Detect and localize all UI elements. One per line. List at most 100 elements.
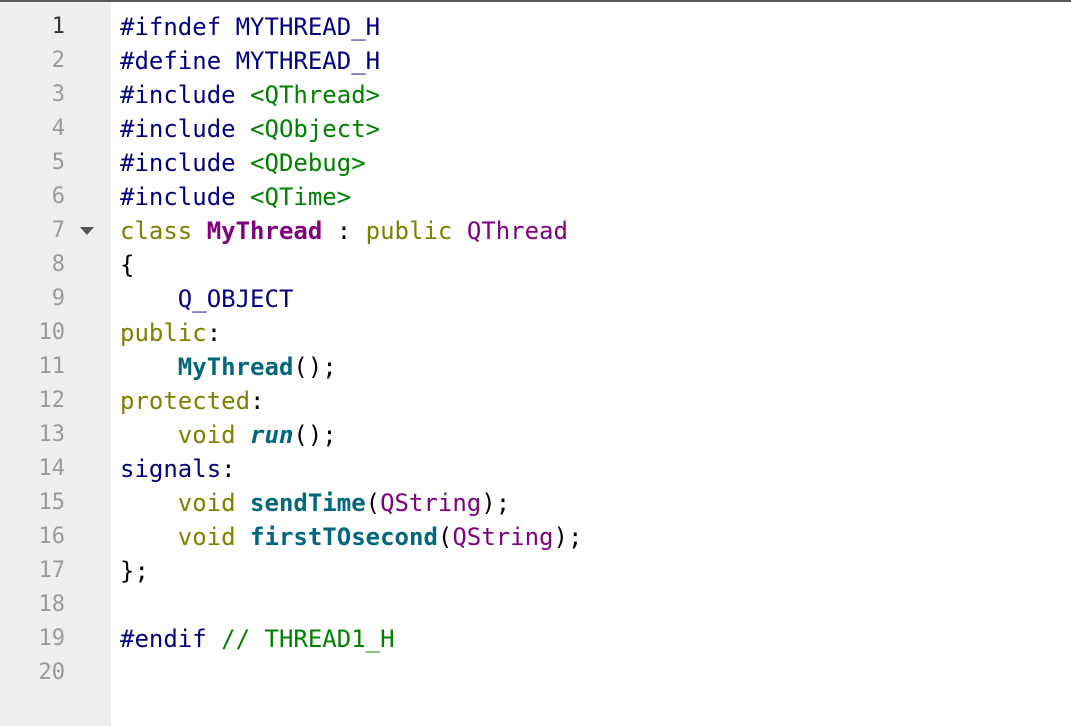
code-line[interactable]: 9 Q_OBJECT: [0, 282, 1071, 316]
code-token: Q_OBJECT: [177, 285, 294, 313]
line-number: 19: [38, 626, 66, 651]
code-token: {: [120, 251, 135, 279]
code-token: );: [481, 489, 511, 517]
code-token: };: [120, 557, 149, 585]
code-token: :: [221, 455, 236, 483]
code-token: #define MYTHREAD_H: [120, 47, 381, 75]
code-line[interactable]: 19 #endif // THREAD1_H: [0, 622, 1071, 656]
code-token: #include: [120, 115, 251, 143]
code-text: Q_OBJECT: [120, 282, 294, 316]
line-number: 9: [51, 286, 65, 311]
code-line[interactable]: 17};: [0, 554, 1071, 588]
code-token: :: [322, 217, 366, 245]
line-number: 5: [51, 150, 65, 175]
code-line[interactable]: 20: [0, 656, 1071, 690]
code-line[interactable]: 13 void run();: [0, 418, 1071, 452]
line-number: 6: [51, 184, 65, 209]
code-line[interactable]: 1#ifndef MYTHREAD_H: [0, 10, 1071, 44]
code-token: #ifndef MYTHREAD_H: [120, 13, 381, 41]
code-text: };: [120, 554, 149, 588]
code-token: ();: [293, 421, 337, 449]
code-line[interactable]: 2#define MYTHREAD_H: [0, 44, 1071, 78]
code-line[interactable]: 6 #include <QTime>: [0, 180, 1071, 214]
code-text: #include <QTime>: [120, 180, 351, 214]
code-line[interactable]: 15 void sendTime(QString);: [0, 486, 1071, 520]
code-line[interactable]: 18: [0, 588, 1071, 622]
code-text: class MyThread : public QThread: [120, 214, 568, 248]
line-number-gutter: [0, 2, 111, 726]
code-token: sendTime: [250, 489, 366, 517]
code-text: #include <QDebug>: [120, 146, 366, 180]
line-number: 14: [38, 456, 66, 481]
code-token: <QThread>: [250, 81, 381, 109]
line-number: 3: [51, 82, 65, 107]
code-token: ();: [293, 353, 337, 381]
code-line[interactable]: 16 void firstTOsecond(QString);: [0, 520, 1071, 554]
code-line[interactable]: 3 #include <QThread>: [0, 78, 1071, 112]
code-token: <QObject>: [250, 115, 381, 143]
code-text: MyThread();: [120, 350, 337, 384]
code-token: firstTOsecond: [250, 523, 438, 551]
code-line[interactable]: 4 #include <QObject>: [0, 112, 1071, 146]
code-text: protected:: [120, 384, 265, 418]
code-line[interactable]: 7 class MyThread : public QThread: [0, 214, 1071, 248]
code-token: :: [206, 319, 222, 347]
code-token: QThread: [466, 217, 568, 245]
code-token: run: [250, 421, 294, 449]
code-token: [120, 353, 178, 381]
line-number: 7: [51, 218, 65, 243]
code-text: {: [120, 248, 134, 282]
code-line[interactable]: 11 MyThread();: [0, 350, 1071, 384]
line-number: 10: [38, 320, 66, 345]
line-number: 18: [38, 592, 66, 617]
code-line[interactable]: 5 #include <QDebug>: [0, 146, 1071, 180]
line-number: 16: [38, 524, 66, 549]
code-token: :: [250, 387, 265, 415]
code-token: (: [437, 523, 453, 551]
code-token: void: [177, 489, 251, 517]
code-token: protected: [120, 387, 251, 415]
line-number: 11: [38, 354, 66, 379]
code-text: void run();: [120, 418, 337, 452]
code-text: #ifndef MYTHREAD_H: [120, 10, 380, 44]
code-text: public:: [120, 316, 221, 350]
line-number: 8: [51, 252, 65, 277]
line-number: 13: [38, 422, 66, 447]
editor-top-border: [0, 0, 1071, 2]
code-token: signals: [120, 455, 222, 483]
code-token: MyThread: [177, 353, 294, 381]
code-token: <QTime>: [250, 183, 352, 211]
code-token: MyThread: [206, 217, 323, 245]
code-line[interactable]: 10 public:: [0, 316, 1071, 350]
code-token: #include: [120, 149, 251, 177]
code-token: void: [177, 421, 251, 449]
code-line[interactable]: 8{: [0, 248, 1071, 282]
code-text: #define MYTHREAD_H: [120, 44, 380, 78]
code-text: signals:: [120, 452, 236, 486]
code-token: );: [553, 523, 583, 551]
code-token: QString: [380, 489, 482, 517]
code-token: (: [365, 489, 381, 517]
code-token: class: [120, 217, 207, 245]
code-token: <QDebug>: [250, 149, 366, 177]
code-token: // THREAD1_H: [221, 625, 395, 653]
line-number: 4: [51, 116, 65, 141]
fold-arrow-icon[interactable]: [80, 227, 94, 235]
code-token: QString: [452, 523, 554, 551]
code-token: [120, 523, 178, 551]
code-token: #include: [120, 183, 251, 211]
code-line[interactable]: 14 signals:: [0, 452, 1071, 486]
code-token: #endif: [120, 625, 222, 653]
code-token: #include: [120, 81, 251, 109]
line-number: 17: [38, 558, 66, 583]
code-text: #include <QThread>: [120, 78, 380, 112]
code-text: #include <QObject>: [120, 112, 380, 146]
code-token: [120, 285, 178, 313]
code-text: void firstTOsecond(QString);: [120, 520, 583, 554]
code-token: void: [177, 523, 251, 551]
code-token: [120, 421, 178, 449]
code-token: public: [365, 217, 467, 245]
